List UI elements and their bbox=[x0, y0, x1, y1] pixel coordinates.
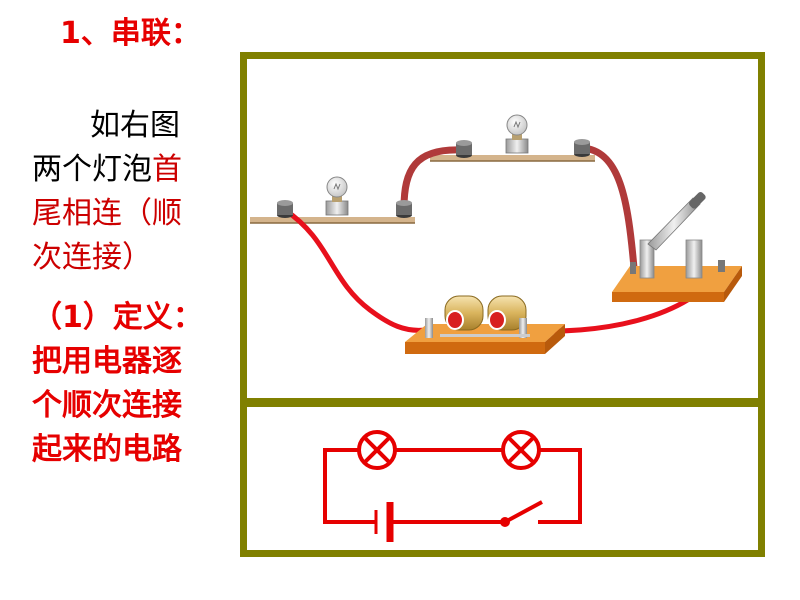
battery-symbol-icon bbox=[372, 502, 394, 542]
knife-switch-icon bbox=[612, 192, 742, 302]
battery-holder-icon bbox=[405, 295, 565, 354]
wire-to-switch bbox=[578, 144, 638, 272]
description-line-4: 次连接） bbox=[32, 240, 152, 275]
schematic-wire bbox=[538, 448, 582, 524]
description-line-2: 两个灯泡首 bbox=[32, 148, 217, 192]
description-line-3: 尾相连（顺 bbox=[32, 196, 182, 231]
description-line-2-red: 首 bbox=[152, 152, 182, 187]
switch-symbol-icon bbox=[500, 500, 543, 527]
wire-left-to-battery bbox=[282, 207, 428, 333]
schematic-wire bbox=[323, 448, 378, 524]
light-bulb-icon bbox=[325, 176, 349, 216]
description-text: 如右图 两个灯泡首 尾相连（顺 次连接） bbox=[32, 104, 217, 280]
definition-line-2: 把用电器逐 bbox=[32, 344, 182, 379]
lamp-symbol-icon bbox=[501, 430, 541, 470]
definition-line-3: 个顺次连接 bbox=[32, 388, 182, 423]
wire-bulb-connector bbox=[400, 146, 466, 212]
light-bulb-icon bbox=[505, 114, 529, 154]
description-line-2-black: 两个灯泡 bbox=[32, 152, 152, 187]
lamp-symbol-icon bbox=[357, 430, 397, 470]
series-circuit-schematic bbox=[323, 448, 582, 524]
definition-line-4: 起来的电路 bbox=[32, 432, 182, 467]
definition-line-1: （1）定义： bbox=[32, 300, 203, 335]
section-heading: 1、串联： bbox=[60, 16, 201, 51]
frame-divider bbox=[240, 398, 765, 407]
left-shelf bbox=[250, 217, 415, 224]
definition-text: （1）定义： 把用电器逐 个顺次连接 起来的电路 bbox=[32, 296, 222, 472]
right-shelf bbox=[430, 155, 595, 162]
terminal-posts bbox=[277, 139, 590, 218]
description-line-1: 如右图 bbox=[90, 108, 180, 143]
